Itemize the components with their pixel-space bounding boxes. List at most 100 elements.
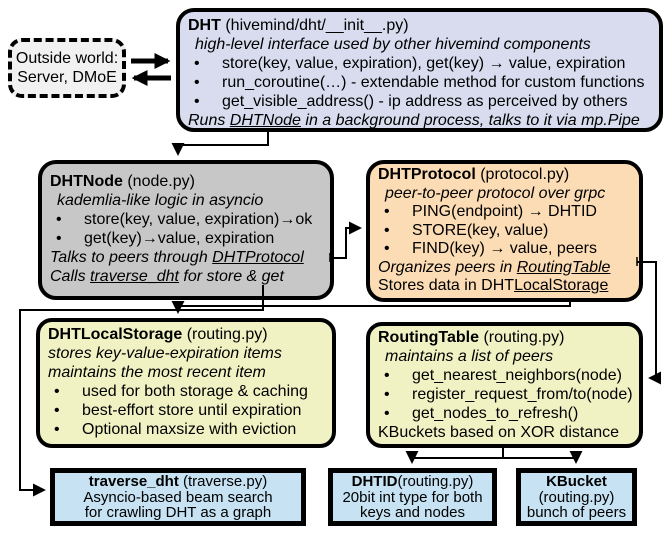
dht-bullet-1: • store(key, value, expiration), get(key)…: [188, 54, 651, 73]
dht-file: (hivemind/dht/__init__.py): [220, 17, 409, 34]
dht-title: DHT: [188, 17, 221, 34]
kbucket-file: (routing.py): [538, 488, 615, 506]
bullet-icon: •: [384, 203, 390, 220]
bullet-icon: •: [194, 74, 200, 91]
dhtid-line1: 20bit int type for both: [342, 488, 483, 506]
kbucket-title-text: KBucket: [546, 473, 607, 490]
dhtprotocol-box: DHTProtocol (protocol.py) peer-to-peer p…: [366, 160, 643, 302]
bullet-icon: •: [384, 221, 390, 239]
dhtlocalstorage-bullet-3-text: Optional maxsize with eviction: [82, 421, 297, 438]
dhtid-box: DHTID(routing.py) 20bit int type for bot…: [328, 468, 497, 526]
routingtable-bullet-2: •register_request_from/to(node): [378, 385, 633, 404]
dht-bullet-2-text: run_coroutine(…) - extendable method for…: [222, 74, 645, 91]
dhtprotocol-storage-link: LocalStorage: [514, 277, 609, 294]
arrow-dhtnode-to-dhtprotocol: [330, 221, 362, 259]
dhtnode-box: DHTNode (node.py) kademlia-like logic in…: [38, 160, 334, 300]
dht-bullet-1-text: store(key, value, expiration), get(key) …: [222, 55, 626, 72]
dhtnode-title-line: DHTNode (node.py): [50, 172, 322, 191]
dht-footer-link: DHTNode: [229, 112, 301, 129]
arrow-dhtprotocol-to-dhtlocalstorage: [171, 300, 571, 314]
outside-world-line2: Server, DMoE: [17, 69, 117, 86]
dhtnode-title: DHTNode: [50, 173, 123, 190]
routingtable-bullet-2-text: register_request_from/to(node): [412, 386, 633, 403]
dhtprotocol-bullet-1-text: PING(endpoint) → DHTID: [412, 203, 597, 220]
traverse-dht-line1: Asyncio-based beam search: [83, 488, 273, 506]
arrow-dht-to-dhtnode: [171, 132, 269, 156]
dht-bullet-3-text: get_visible_address() - ip address as pe…: [222, 93, 628, 110]
bullet-icon: •: [194, 55, 200, 72]
dhtprotocol-routing-line: Organizes peers in RoutingTable: [378, 259, 631, 278]
bullet-icon: •: [54, 421, 60, 438]
dhtid-title-line: DHTID(routing.py): [335, 474, 490, 490]
dhtprotocol-bullet-2: • STORE(key, value): [378, 222, 631, 241]
dhtnode-file: (node.py): [122, 173, 195, 190]
dhtprotocol-bullet-1: • PING(endpoint) → DHTID: [378, 203, 631, 222]
bullet-icon: •: [54, 383, 60, 400]
traverse-dht-line2: for crawling DHT as a graph: [84, 504, 272, 522]
dhtnode-traverse-link: traverse_dht: [90, 268, 179, 285]
dhtlocalstorage-subtitle1: stores key-value-expiration items: [48, 345, 282, 362]
routingtable-file: (routing.py): [479, 329, 565, 346]
dhtid-file: (routing.py): [397, 473, 474, 490]
dhtprotocol-routing-link: RoutingTable: [516, 258, 611, 276]
dhtprotocol-subtitle: peer-to-peer protocol over grpc: [385, 184, 606, 202]
dht-footer-pre: Runs: [188, 112, 230, 129]
outside-world-box: Outside world: Server, DMoE: [8, 38, 126, 98]
kbucket-line1: bunch of peers: [526, 504, 627, 522]
dhtprotocol-title-line: DHTProtocol (protocol.py): [378, 166, 631, 185]
dht-footer: Runs DHTNode in a background process, ta…: [188, 111, 651, 130]
traverse-dht-title-line: traverse_dht (traverse.py): [57, 474, 299, 490]
dhtprotocol-bullet-3: • FIND(key) → value, peers: [378, 240, 631, 259]
bullet-icon: •: [384, 367, 390, 384]
outside-world-line1: Outside world:: [15, 50, 119, 67]
dhtlocalstorage-title: DHTLocalStorage: [48, 326, 183, 343]
dht-subtitle: high-level interface used by other hivem…: [195, 36, 591, 53]
routingtable-bullet-3-text: get_nodes_to_refresh(): [412, 405, 579, 422]
routingtable-box: RoutingTable (routing.py) maintains a li…: [366, 322, 643, 448]
dhtnode-bullet-2: • get(key)→value, expiration: [50, 229, 322, 248]
dhtprotocol-storage-line: Stores data in DHTLocalStorage: [378, 277, 631, 296]
dhtlocalstorage-bullet-3: • Optional maxsize with eviction: [48, 420, 324, 439]
dhtprotocol-file: (protocol.py): [475, 166, 570, 183]
dht-bullet-3: •get_visible_address() - ip address as p…: [188, 92, 651, 111]
routingtable-footer: KBuckets based on XOR distance: [378, 424, 620, 441]
bullet-icon: •: [56, 211, 62, 228]
dhtprotocol-bullet-3-text: FIND(key) → value, peers: [412, 240, 597, 257]
dhtlocalstorage-bullet-1: •used for both storage & caching: [48, 382, 324, 401]
dhtlocalstorage-subtitle2: maintains the most recent item: [48, 364, 266, 381]
dhtnode-protocol-pre: Talks to peers through: [50, 249, 213, 266]
dhtlocalstorage-bullet-2: •best-effort store until expiration: [48, 401, 324, 420]
dhtnode-bullet-1: • store(key, value, expiration)→ok: [50, 210, 322, 229]
dhtlocalstorage-file: (routing.py): [182, 326, 268, 343]
dhtnode-traverse-pre: Calls: [50, 268, 91, 285]
dhtprotocol-bullet-2-text: STORE(key, value): [412, 221, 549, 239]
traverse-dht-file: (traverse.py): [178, 473, 268, 490]
kbucket-title: KBucket: [523, 474, 630, 490]
dhtlocalstorage-box: DHTLocalStorage (routing.py) stores key-…: [36, 318, 336, 448]
bullet-icon: •: [384, 240, 390, 257]
bullet-icon: •: [54, 402, 60, 419]
kbucket-box: KBucket (routing.py) bunch of peers: [516, 468, 637, 526]
routingtable-bullet-1-text: get_nearest_neighbors(node): [412, 367, 622, 384]
dht-box: DHT (hivemind/dht/__init__.py) high-leve…: [176, 8, 663, 132]
traverse-dht-box: traverse_dht (traverse.py) Asyncio-based…: [50, 468, 306, 526]
dht-title-line: DHT (hivemind/dht/__init__.py): [188, 16, 651, 35]
routingtable-bullet-1: • get_nearest_neighbors(node): [378, 366, 631, 385]
dhtnode-protocol-line: Talks to peers through DHTProtocol: [50, 248, 322, 267]
dhtprotocol-title: DHTProtocol: [378, 166, 476, 183]
dhtnode-traverse-post: for store & get: [178, 268, 284, 285]
dhtprotocol-routing-pre: Organizes peers in: [378, 258, 517, 276]
routingtable-subtitle: maintains a list of peers: [385, 348, 554, 365]
dhtnode-protocol-link: DHTProtocol: [212, 249, 304, 266]
dhtid-title: DHTID: [351, 473, 398, 490]
dhtnode-traverse-line: Calls traverse_dht for store & get: [50, 267, 322, 286]
routingtable-title-line: RoutingTable (routing.py): [378, 328, 631, 347]
dhtlocalstorage-title-line: DHTLocalStorage (routing.py): [48, 325, 324, 344]
dhtnode-bullet-1-text: store(key, value, expiration)→ok: [84, 211, 313, 228]
dhtnode-subtitle: kademlia-like logic in asyncio: [57, 192, 264, 209]
routingtable-title: RoutingTable: [378, 329, 480, 346]
bullet-icon: •: [56, 230, 62, 247]
dhtnode-bullet-2-text: get(key)→value, expiration: [84, 230, 275, 247]
dhtid-line2: keys and nodes: [359, 504, 466, 522]
